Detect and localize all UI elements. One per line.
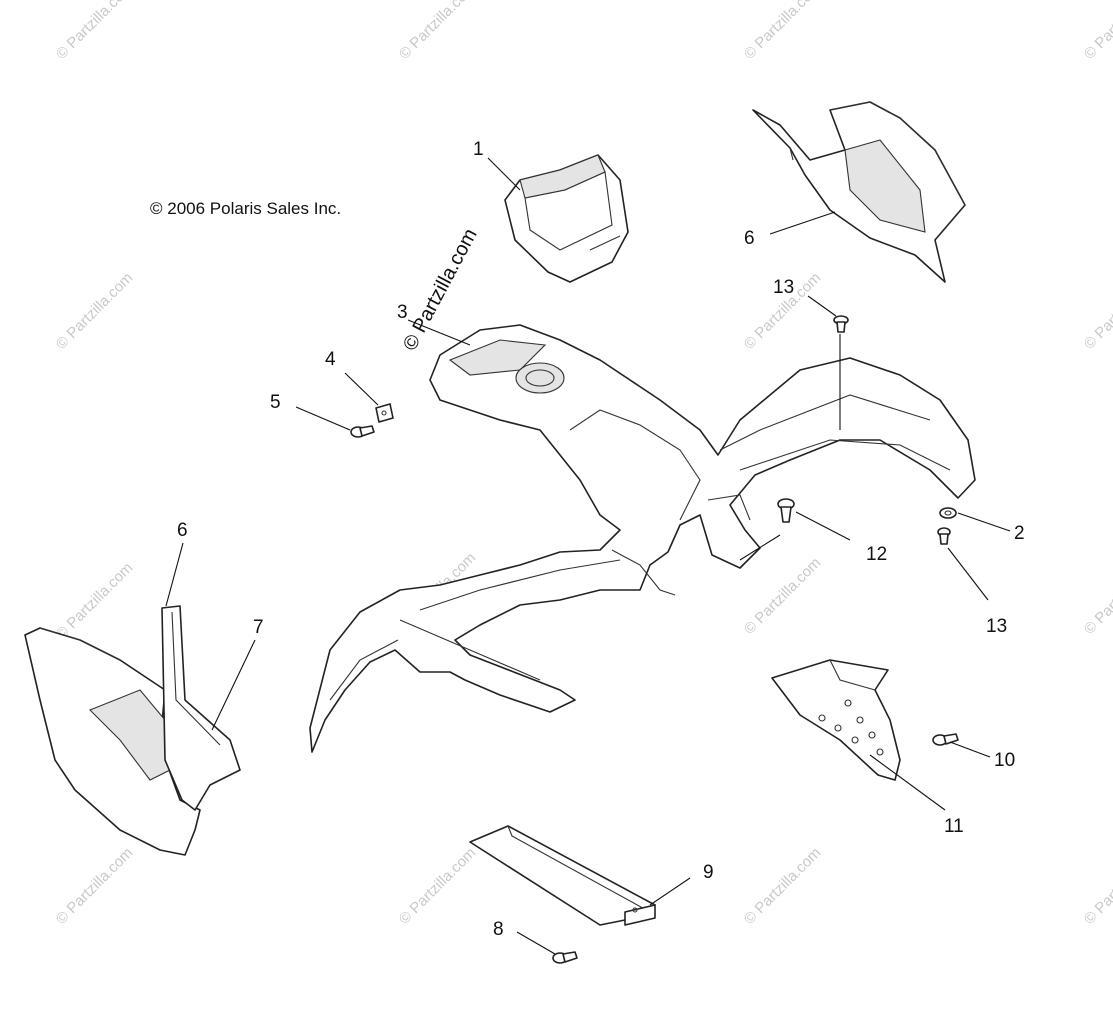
part-12-rivet <box>777 498 795 523</box>
part-7-trim-strip <box>161 605 241 811</box>
watermark: © Partzilla.com <box>396 844 479 927</box>
part-11-heat-shield <box>771 659 901 781</box>
callout-4: 4 <box>325 349 336 370</box>
callout-2: 2 <box>1014 523 1025 544</box>
part-2-washer <box>939 507 957 519</box>
callout-3: 3 <box>397 302 408 323</box>
watermark: © Partzilla.com <box>741 844 824 927</box>
callout-10: 10 <box>994 750 1015 771</box>
part-4-clip-nut <box>375 403 394 423</box>
watermark: © Partzilla.com <box>53 844 136 927</box>
watermark: © Partzilla.com <box>741 0 824 63</box>
watermark: © Partzilla.com <box>396 0 479 63</box>
watermark: © Partzilla.com <box>1081 269 1113 352</box>
part-6-upper-side-panel <box>752 101 966 283</box>
watermark: © Partzilla.com <box>53 269 136 352</box>
main-watermark: © Partzilla.com <box>399 225 482 354</box>
part-8-screw <box>552 951 578 964</box>
part-5-screw <box>350 425 375 438</box>
part-10-screw <box>932 733 959 746</box>
callout-6-lower: 6 <box>177 520 188 541</box>
part-6-lower-side-panel <box>24 627 201 856</box>
watermark: © Partzilla.com <box>53 0 136 63</box>
watermark: © Partzilla.com <box>1081 0 1113 63</box>
callout-7: 7 <box>253 617 264 638</box>
callout-6-upper: 6 <box>744 228 755 249</box>
part-13-upper-rivet <box>833 315 849 333</box>
part-9-heat-shield-bracket <box>469 825 656 926</box>
callout-1: 1 <box>473 139 484 160</box>
part-1-headlight-pod <box>504 154 629 283</box>
copyright-notice: © 2006 Polaris Sales Inc. <box>150 199 341 218</box>
watermark: © Partzilla.com <box>741 554 824 637</box>
callout-11: 11 <box>944 816 964 837</box>
callout-12: 12 <box>866 544 887 565</box>
callout-labels: 1 6 3 4 5 13 2 12 13 6 7 10 11 9 8 <box>177 139 1025 940</box>
callout-8: 8 <box>493 919 504 940</box>
callout-9: 9 <box>703 862 714 883</box>
leader-lines <box>165 157 1011 955</box>
watermark: © Partzilla.com <box>53 559 136 642</box>
callout-5: 5 <box>270 392 281 413</box>
part-13-lower-rivet <box>937 527 951 545</box>
callout-13-upper: 13 <box>773 277 794 298</box>
part-3-front-fender <box>309 324 976 753</box>
watermark: © Partzilla.com <box>1081 554 1113 637</box>
watermark: © Partzilla.com <box>1081 844 1113 927</box>
callout-13-lower: 13 <box>986 616 1007 637</box>
